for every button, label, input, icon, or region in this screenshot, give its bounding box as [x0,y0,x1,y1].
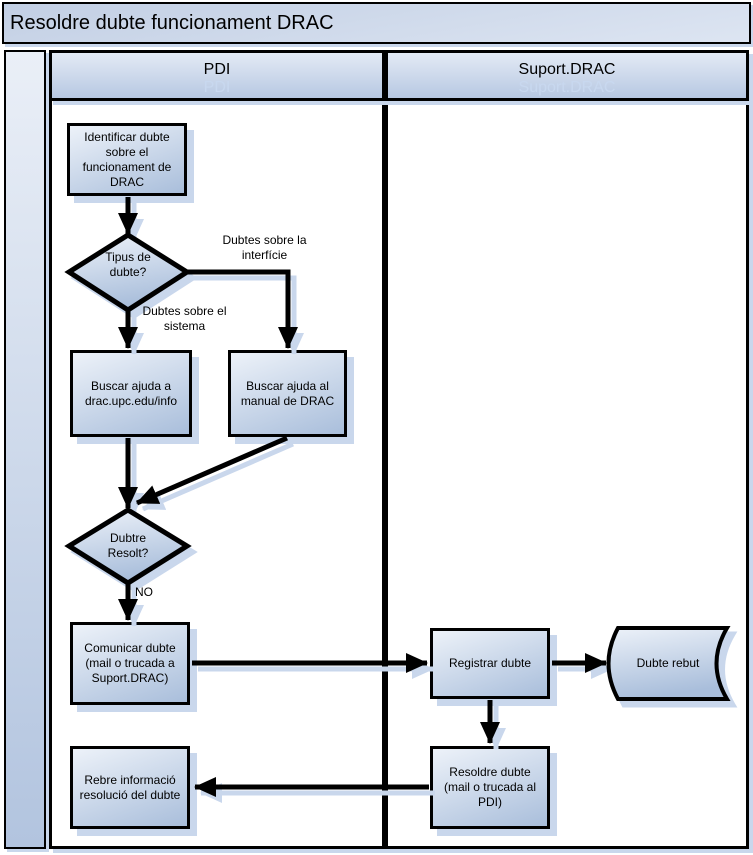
lane-suport-reflection: Suport.DRAC [518,79,616,96]
task-identificar-dubte: Identificar dubte sobre el funcionament … [67,123,187,196]
pool-strip [4,50,46,849]
lane-suport-body [385,50,749,849]
page-title: Resoldre dubte funcionament DRAC [10,11,334,34]
lane-suport-header: Suport.DRAC Suport.DRAC [385,50,749,101]
lane-pdi-label: PDI [203,61,231,78]
task-buscar-ajuda-manual: Buscar ajuda al manual de DRAC [228,350,347,437]
task-registrar-dubte: Registrar dubte [430,628,550,699]
lane-pdi-header: PDI PDI [49,50,385,101]
task-resoldre-dubte: Resoldre dubte (mail o trucada al PDI) [430,746,550,829]
task-buscar-ajuda-info: Buscar ajuda a drac.upc.edu/info [70,350,192,437]
lane-pdi-reflection: PDI [203,79,231,96]
task-rebre-informacio: Rebre informació resolució del dubte [70,746,190,829]
lane-suport-label: Suport.DRAC [518,61,616,78]
diagram-title-bar: Resoldre dubte funcionament DRAC [2,2,751,44]
task-comunicar-dubte: Comunicar dubte (mail o trucada a Suport… [70,622,190,705]
